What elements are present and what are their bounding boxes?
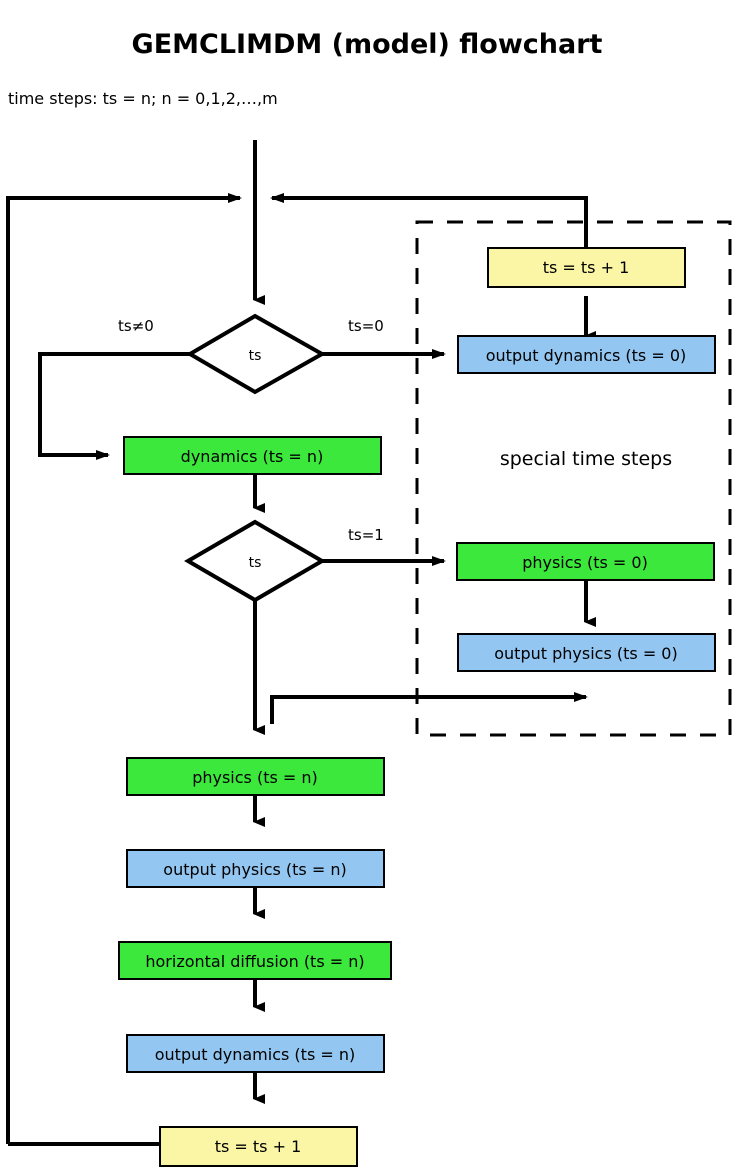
edge-counter-top-loop — [270, 193, 588, 248]
edge-label-ts-equals-zero: ts=0 — [348, 317, 384, 335]
node-physics-n-label: physics (ts = n) — [192, 768, 318, 787]
node-decision-ts-one-label: ts — [249, 555, 262, 571]
node-output-physics-zero-box[interactable] — [457, 633, 716, 672]
node-decision-ts-zero-label: ts — [249, 348, 262, 364]
node-counter-top-label: ts = ts + 1 — [543, 258, 630, 277]
edge-label-ts-equals-one: ts=1 — [348, 526, 384, 544]
node-counter-bottom-label: ts = ts + 1 — [215, 1137, 302, 1156]
edge-label-ts-not-zero: ts≠0 — [118, 317, 154, 335]
node-decision-ts-zero[interactable]: ts — [186, 313, 327, 395]
node-counter-bottom-box[interactable] — [159, 1126, 358, 1167]
node-decision-ts-one[interactable]: ts — [184, 519, 326, 603]
node-physics-n[interactable]: physics (ts = n) — [126, 757, 385, 796]
special-time-steps-label: special time steps — [500, 448, 672, 470]
node-horizontal-diffusion-n-box[interactable] — [118, 941, 392, 980]
node-physics-zero[interactable]: physics (ts = 0) — [456, 542, 715, 581]
node-counter-top[interactable]: ts = ts + 1 — [487, 247, 686, 288]
node-dynamics-n[interactable]: dynamics (ts = n) — [123, 436, 382, 475]
node-horizontal-diffusion-n[interactable]: horizontal diffusion (ts = n) — [118, 941, 392, 980]
node-output-physics-n-label: output physics (ts = n) — [163, 860, 346, 879]
node-horizontal-diffusion-n-label: horizontal diffusion (ts = n) — [145, 952, 364, 971]
node-counter-bottom[interactable]: ts = ts + 1 — [159, 1126, 358, 1167]
node-physics-zero-label: physics (ts = 0) — [522, 553, 648, 572]
node-output-physics-n-box[interactable] — [126, 849, 385, 888]
node-output-physics-zero[interactable]: output physics (ts = 0) — [457, 633, 716, 672]
node-output-dynamics-n-label: output dynamics (ts = n) — [155, 1045, 356, 1064]
node-output-dynamics-zero-label: output dynamics (ts = 0) — [486, 346, 687, 365]
node-dynamics-n-box[interactable] — [123, 436, 382, 475]
node-decision-ts-one-shape[interactable] — [184, 519, 326, 603]
node-decision-ts-zero-shape[interactable] — [186, 313, 327, 395]
edge-layer: ts=0 ts≠0 ts=1 — [6, 140, 596, 1146]
node-output-physics-n[interactable]: output physics (ts = n) — [126, 849, 385, 888]
node-output-dynamics-zero[interactable]: output dynamics (ts = 0) — [457, 335, 716, 374]
edge-counter-bottom-loop — [6, 193, 242, 1144]
edge-decision1-to-dynamics-n — [38, 352, 190, 460]
node-output-dynamics-zero-box[interactable] — [457, 335, 716, 374]
special-time-steps-region — [415, 220, 732, 737]
node-counter-top-box[interactable] — [487, 247, 686, 288]
node-output-physics-zero-label: output physics (ts = 0) — [494, 644, 677, 663]
node-physics-zero-box[interactable] — [456, 542, 715, 581]
page-title: GEMCLIMDM (model) flowchart — [132, 29, 603, 60]
node-physics-n-box[interactable] — [126, 757, 385, 796]
node-output-dynamics-n-box[interactable] — [126, 1034, 385, 1073]
node-dynamics-n-label: dynamics (ts = n) — [181, 447, 324, 466]
node-output-dynamics-n[interactable]: output dynamics (ts = n) — [126, 1034, 385, 1073]
edge-output-physics-zero-return — [270, 692, 588, 724]
page-subtitle: time steps: ts = n; n = 0,1,2,…,m — [8, 89, 278, 108]
